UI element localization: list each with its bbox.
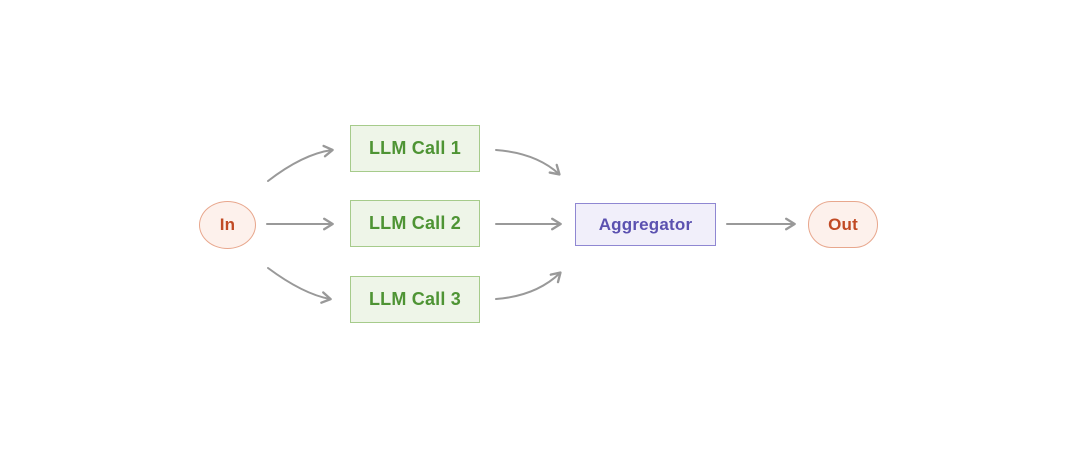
node-out: Out — [808, 201, 878, 248]
node-in: In — [199, 201, 256, 249]
node-aggregator: Aggregator — [575, 203, 716, 246]
node-aggregator-label: Aggregator — [598, 214, 693, 234]
node-llm-call-3: LLM Call 3 — [350, 276, 480, 323]
node-in-label: In — [219, 215, 236, 234]
arrow-llm1-to-aggregator — [495, 149, 561, 176]
node-llm-call-1: LLM Call 1 — [350, 125, 480, 172]
arrow-llm3-to-aggregator — [495, 271, 562, 300]
node-llm-call-1-label: LLM Call 1 — [368, 138, 461, 158]
node-llm-call-2: LLM Call 2 — [350, 200, 480, 247]
node-out-label: Out — [828, 214, 858, 234]
node-llm-call-2-label: LLM Call 2 — [368, 213, 461, 233]
arrow-in-to-llm3 — [267, 267, 332, 304]
node-llm-call-3-label: LLM Call 3 — [368, 289, 461, 309]
arrow-in-to-llm1 — [267, 144, 334, 182]
